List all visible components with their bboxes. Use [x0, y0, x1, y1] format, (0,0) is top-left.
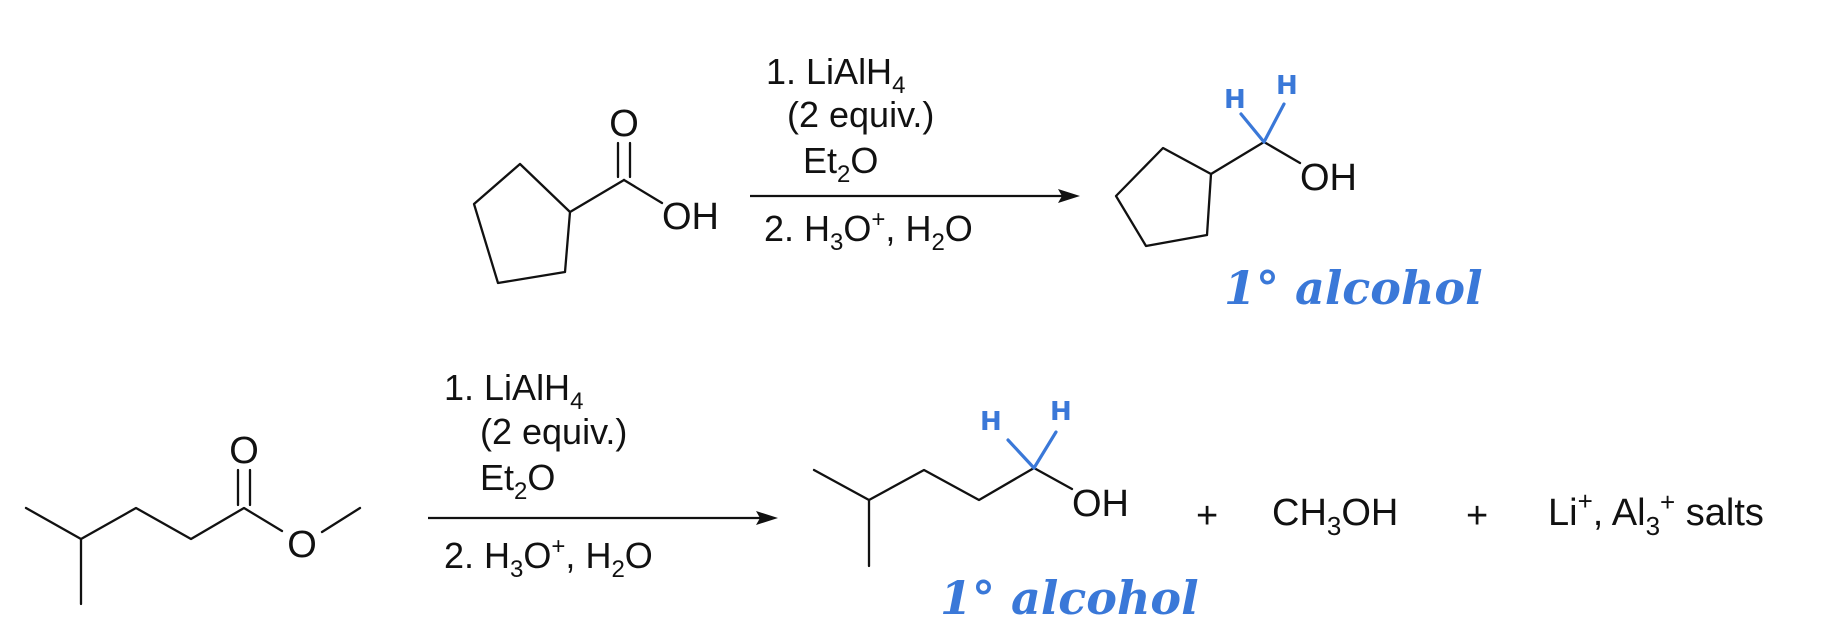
hydroxyl-label: OH [662, 196, 719, 238]
step-2-reagents: 2. H3O+, H2O [764, 206, 973, 256]
cyclopentanecarboxylic-acid-structure: O OH [472, 103, 719, 285]
byproducts: + CH3OH + Li+, Al3+ salts [1196, 486, 1764, 541]
product-hydroxyl-label: OH [1300, 157, 1357, 199]
reaction-2-arrow [428, 511, 778, 525]
ink-h-right-2: H [1050, 397, 1072, 427]
step-2-reagents-2: 2. H3O+, H2O [444, 533, 653, 583]
ink-bond-3 [1006, 438, 1036, 470]
ester-oxygen-label: O [287, 524, 317, 566]
ink-h-left-2: H [980, 407, 1002, 437]
ink-h-right: H [1276, 71, 1298, 101]
reaction-1-conditions: 1. LiAlH4 (2 equiv.) Et2O 2. H3O+, H2O [764, 51, 973, 256]
step-1-reagent: 1. LiAlH4 [766, 51, 905, 99]
step-1-equivalents-2: (2 equiv.) [480, 411, 627, 452]
ink-h-left: H [1224, 85, 1246, 115]
cyclopentylmethanol-structure: OH [1114, 140, 1357, 248]
alcohol-hydroxyl-label: OH [1072, 483, 1129, 525]
ester-oxygen-methyl-bond [320, 506, 362, 534]
methyl-ester-structure: O O [24, 430, 362, 606]
ring-to-ch2-bond [1209, 140, 1266, 176]
metal-salts-label: Li+, Al3+ salts [1548, 486, 1764, 541]
ring-to-carbonyl-bond [568, 178, 626, 214]
alcohol-product-structure: OH [812, 466, 1129, 568]
cyclopentane-ring-2 [1114, 146, 1213, 248]
reaction-2-conditions: 1. LiAlH4 (2 equiv.) Et2O 2. H3O+, H2O [444, 367, 653, 583]
ink-primary-alcohol-label-2: 1° alcohol [940, 571, 1199, 625]
plus-sign-1: + [1196, 495, 1218, 537]
alcohol-carbon-chain [812, 466, 1074, 502]
step-1-equivalents: (2 equiv.) [787, 94, 934, 135]
methanol-label: CH3OH [1272, 492, 1398, 541]
reaction-2: O O 1. LiAlH4 (2 equiv.) Et2O 2. H3O+, H… [24, 367, 1764, 625]
plus-sign-2: + [1466, 495, 1488, 537]
carbon-to-hydroxyl-bond [622, 178, 664, 205]
carbonyl-oxygen-label: O [609, 103, 639, 145]
ester-carbon-chain [24, 506, 284, 541]
ink-bond-4 [1032, 430, 1058, 470]
solvent-label-2: Et2O [480, 457, 555, 505]
ink-primary-alcohol-label-1: 1° alcohol [1224, 261, 1483, 315]
ink-bond-2 [1262, 102, 1286, 144]
ink-bond-1 [1239, 112, 1266, 144]
ester-carbonyl-oxygen-label: O [229, 430, 259, 472]
step-1-reagent-2: 1. LiAlH4 [444, 367, 583, 415]
reaction-1-arrow [750, 189, 1080, 203]
solvent-label: Et2O [803, 140, 878, 188]
ch2-to-hydroxyl-bond [1262, 140, 1302, 165]
reaction-2-handwritten-annotation: H H 1° alcohol [940, 397, 1199, 625]
cyclopentane-ring-1 [472, 162, 572, 285]
reaction-1-handwritten-annotation: H H 1° alcohol [1224, 71, 1483, 315]
reaction-1: O OH 1. LiAlH4 (2 equiv.) Et2O 2. H3O+, … [472, 51, 1483, 315]
